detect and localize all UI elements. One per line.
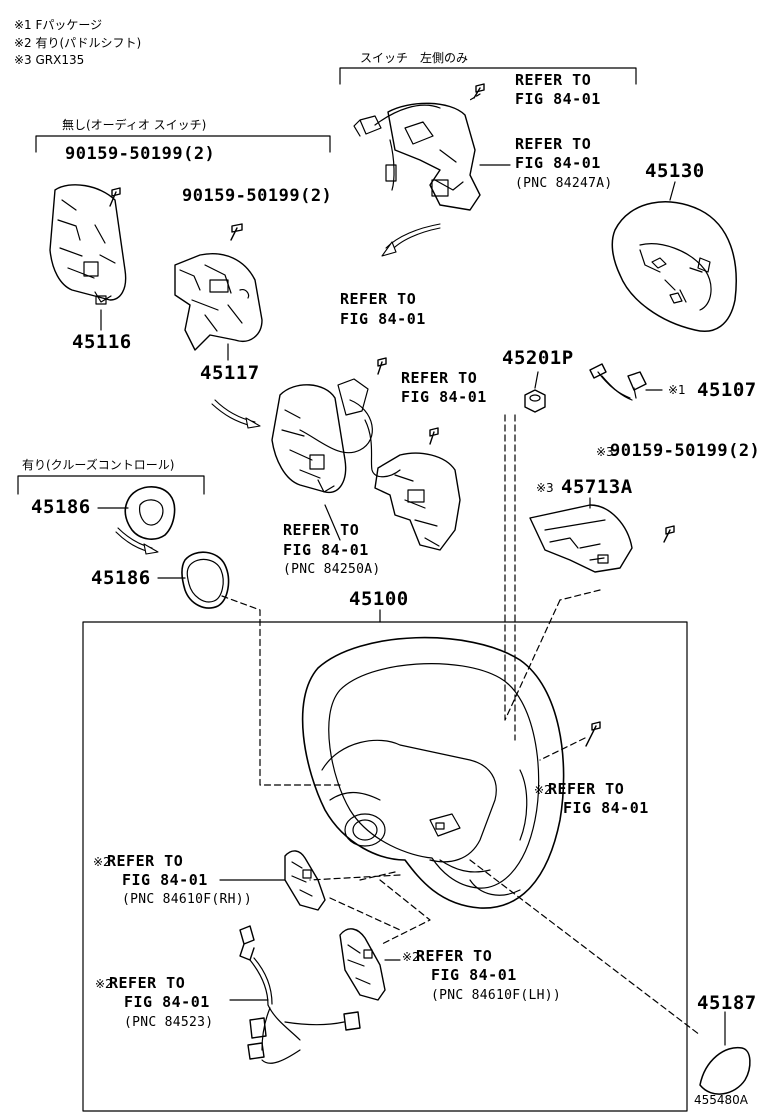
- part-number-45713a: 45713A: [561, 476, 633, 498]
- bracket-switch-left-only: [339, 67, 637, 85]
- ref-top-1-fig: FIG 84-01: [515, 90, 601, 108]
- mark-ref-84523: ※2: [95, 977, 113, 991]
- part-45187-drawing: [699, 1046, 751, 1095]
- ref-84523-pnc: (PNC 84523): [124, 1015, 214, 1030]
- leader-refer-top-1: [469, 93, 481, 101]
- ref-right-fig: FIG 84-01: [563, 799, 649, 817]
- part-center-switch-drawing: [271, 378, 461, 551]
- mark-45713a: ※3: [536, 481, 554, 495]
- leader-45130: [669, 181, 676, 201]
- part-84523-harness-drawing: [239, 925, 361, 1064]
- part-number-45186-b: 45186: [91, 567, 151, 589]
- group-label-cruise-control: 有り(クルーズコントロール): [22, 458, 175, 472]
- mark-ref-right: ※2: [534, 783, 552, 797]
- ref-84523-fig: FIG 84-01: [124, 993, 210, 1011]
- steering-wheel-drawing: [301, 636, 565, 909]
- ref-rh-pnc: (PNC 84610F(RH)): [122, 892, 253, 907]
- bolt-code-right: 90159-50199(2): [610, 441, 760, 461]
- part-number-45107: 45107: [697, 379, 757, 401]
- ref-center-1-fig: FIG 84-01: [340, 310, 426, 328]
- part-45116-drawing: [49, 184, 127, 305]
- ref-center-1-refer: REFER TO: [340, 290, 417, 308]
- part-number-45130: 45130: [645, 160, 705, 182]
- bolt-right-wheel: [585, 721, 601, 747]
- part-number-45100: 45100: [349, 588, 409, 610]
- part-45130-drawing: [611, 201, 737, 332]
- part-top-switch-drawing: [353, 102, 481, 211]
- leader-45201p: [534, 371, 539, 389]
- bolt-top-switch: [473, 83, 485, 99]
- part-45186-b-drawing: [181, 551, 230, 609]
- bolt-45116: [109, 187, 121, 207]
- main-frame-45100: [82, 621, 688, 1112]
- diagram-code: 455480A: [694, 1093, 749, 1107]
- mark-45107: ※1: [668, 383, 686, 397]
- bracket-cruise-control: [17, 475, 205, 495]
- note-1: ※1 Fパッケージ: [14, 18, 103, 32]
- part-number-45117: 45117: [200, 362, 260, 384]
- bolt-center-1: [377, 357, 387, 375]
- ref-rh-fig: FIG 84-01: [122, 871, 208, 889]
- ref-lh-fig: FIG 84-01: [431, 966, 517, 984]
- mark-ref-lh: ※2: [402, 950, 420, 964]
- ref-84523-refer: REFER TO: [109, 974, 186, 992]
- ref-center-3-pnc: (PNC 84250A): [283, 562, 381, 577]
- dashed-leaders: [221, 414, 701, 1036]
- ref-lh-refer: REFER TO: [416, 947, 493, 965]
- part-number-45116: 45116: [72, 331, 132, 353]
- ref-lh-pnc: (PNC 84610F(LH)): [431, 988, 562, 1003]
- leader-refer-center: [324, 504, 341, 541]
- note-2: ※2 有り(パドルシフト): [14, 36, 142, 50]
- ref-rh-refer: REFER TO: [107, 852, 184, 870]
- part-45201p-drawing: [524, 389, 546, 413]
- bolt-code-45117: 90159-50199(2): [182, 186, 333, 206]
- ref-top-2-refer: REFER TO: [515, 135, 592, 153]
- part-lh-switch-drawing: [339, 928, 386, 1001]
- ref-center-2-fig: FIG 84-01: [401, 388, 487, 406]
- ref-center-3-refer: REFER TO: [283, 521, 360, 539]
- part-45713a-drawing: [529, 504, 633, 573]
- group-label-no-audio-switch: 無し(オーディオ スイッチ): [62, 118, 207, 132]
- flow-arrows: [115, 223, 441, 555]
- mark-bolt-code-right: ※3: [596, 445, 614, 459]
- group-label-switch-left-only: スイッチ 左側のみ: [360, 51, 469, 65]
- part-number-45186-a: 45186: [31, 496, 91, 518]
- bolt-45117: [230, 223, 243, 241]
- mark-ref-rh: ※2: [93, 855, 111, 869]
- part-45107-drawing: [589, 363, 647, 401]
- ref-top-1-refer: REFER TO: [515, 71, 592, 89]
- part-45186-a-drawing: [124, 486, 176, 540]
- note-3: ※3 GRX135: [14, 53, 85, 67]
- ref-center-3-fig: FIG 84-01: [283, 541, 369, 559]
- bolt-center-2: [429, 427, 439, 445]
- ref-right-refer: REFER TO: [548, 780, 625, 798]
- part-45117-drawing: [174, 253, 263, 351]
- bolt-code-45116: 90159-50199(2): [65, 144, 216, 164]
- ref-center-2-refer: REFER TO: [401, 369, 478, 387]
- bracket-no-audio-switch: [35, 135, 331, 153]
- ref-top-2-fig: FIG 84-01: [515, 154, 601, 172]
- part-rh-switch-drawing: [284, 850, 326, 911]
- bolt-45713a: [663, 525, 675, 543]
- ref-top-2-pnc: (PNC 84247A): [515, 176, 613, 191]
- part-number-45201p: 45201P: [502, 347, 574, 369]
- part-number-45187: 45187: [697, 992, 757, 1014]
